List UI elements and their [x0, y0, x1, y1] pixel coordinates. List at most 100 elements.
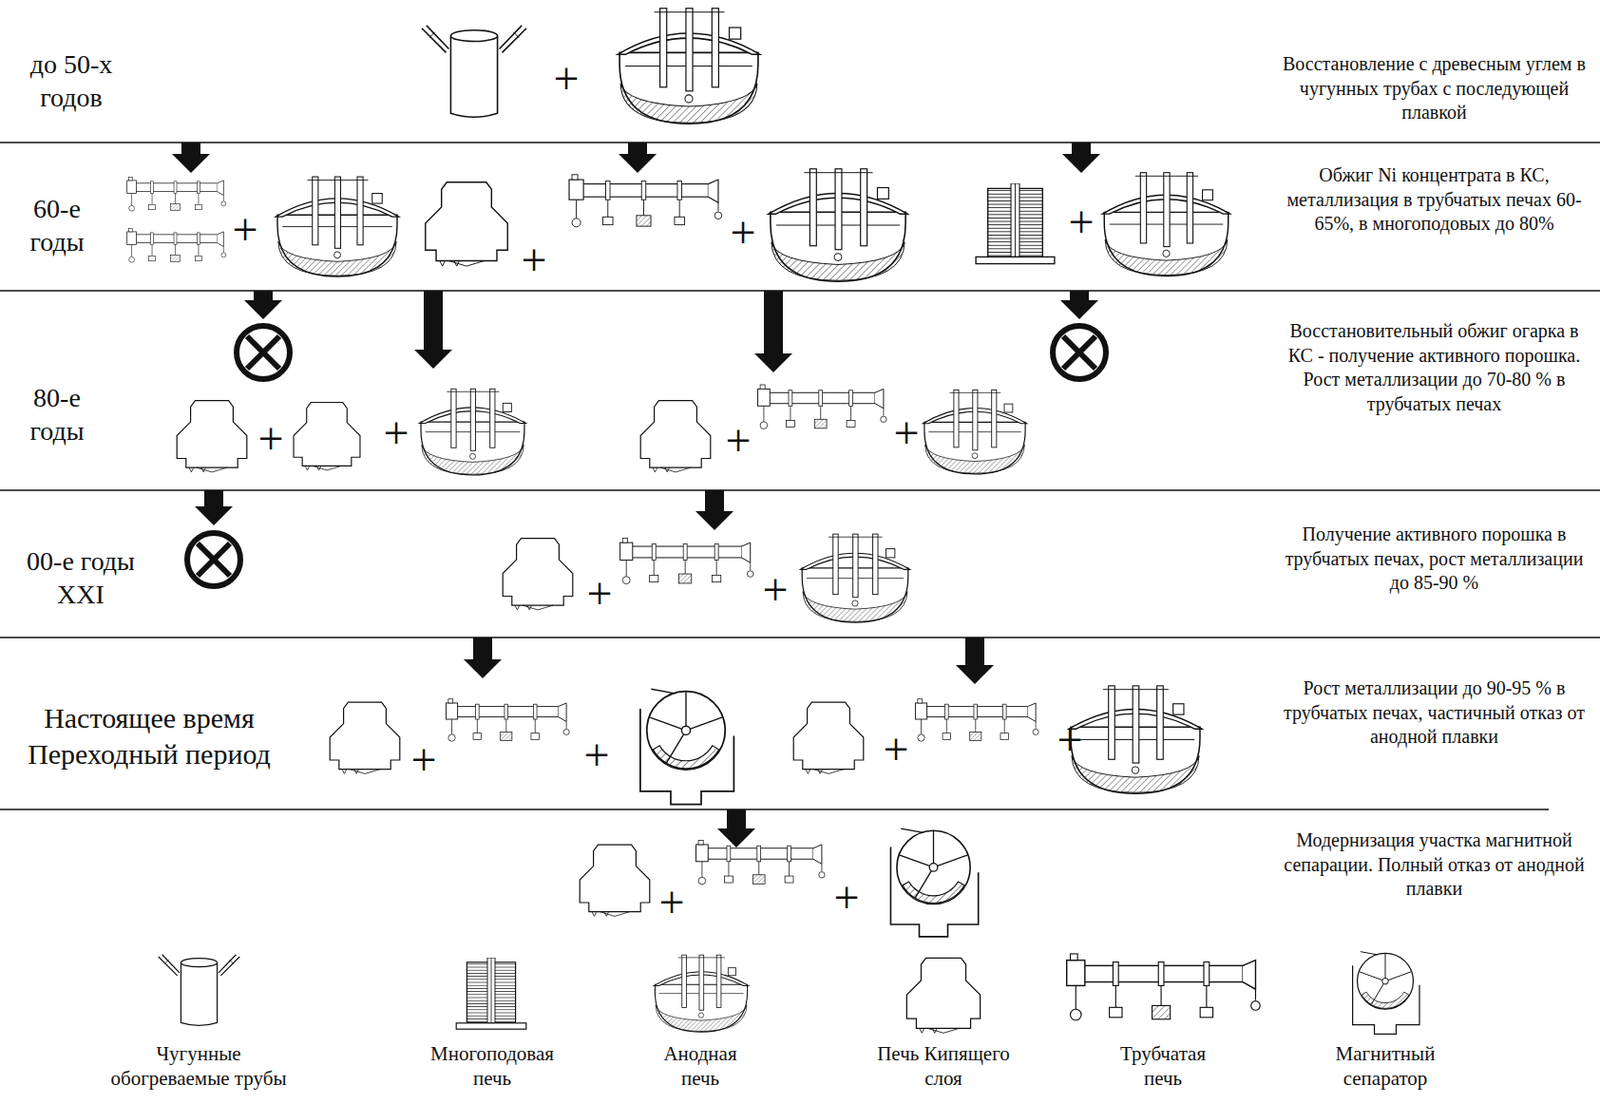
illustration-part [1063, 336, 1096, 369]
illustration-part [197, 543, 230, 576]
period-label: до 50-х годов [9, 47, 134, 115]
illustration-part [414, 290, 453, 369]
rotary-kiln-icon [569, 174, 723, 228]
legend-anode-icon [653, 954, 749, 1032]
magnetic-separator-icon [890, 828, 978, 937]
stage-description: Рост металлизации до 90-95 % в трубчатых… [1275, 676, 1594, 750]
period-label: Настоящее время Переходный период [11, 700, 287, 772]
illustration-part [0, 636, 1600, 639]
plus-sign: + [1056, 717, 1083, 763]
legend-multi-hearth-icon [456, 957, 527, 1029]
plus-sign: + [724, 418, 751, 464]
stage-description: Восстановление с древесным углем в чугун… [1275, 52, 1594, 126]
anode-furnace-icon [800, 533, 911, 623]
multi-hearth-furnace-icon [975, 183, 1055, 265]
stage-description: Модернизация участка магнитной сепарации… [1275, 828, 1594, 902]
timeline-band: 00-е годы XXIПолучение активного порошка… [0, 490, 1600, 638]
anode-furnace-icon [617, 8, 761, 124]
illustration-part [194, 490, 233, 526]
rotary-kiln-icon [127, 176, 227, 211]
illustration-part [695, 490, 734, 531]
fluid-bed-furnace-icon [793, 702, 864, 774]
plus-sign: + [410, 737, 437, 783]
stop-symbols [187, 325, 1106, 587]
illustration-part [1062, 142, 1101, 173]
plus-sign: + [1067, 199, 1094, 246]
legend-fluid-bed-icon [906, 957, 980, 1033]
legend-text: Печь Кипящего слоя [876, 1042, 1010, 1090]
anode-furnace-icon [922, 389, 1027, 475]
legend-tube-icon [158, 954, 240, 1027]
flow-arrows [171, 142, 1101, 848]
legend-separator-icon [1352, 952, 1420, 1035]
period-label: 60-е годы [9, 191, 105, 259]
fluid-bed-furnace-icon [579, 844, 650, 916]
plus-sign: + [520, 237, 547, 284]
fluid-bed-furnace-icon [293, 402, 361, 471]
timeline-band: до 50-х годов Восстановление с древесным … [0, 0, 1600, 143]
plus-sign: + [729, 209, 756, 256]
illustration-part [0, 808, 1549, 811]
cast-iron-tube-icon [421, 25, 527, 117]
rotary-kiln-icon [758, 384, 888, 429]
illustration-part [236, 325, 290, 380]
illustration-part [955, 637, 994, 685]
legend-entry: Анодная печь [647, 1041, 753, 1092]
illustration-part [171, 142, 210, 173]
fluid-bed-furnace-icon [329, 702, 400, 774]
stage-description: Получение активного порошка в трубчатых … [1275, 522, 1594, 596]
plus-sign: + [552, 56, 579, 102]
timeline-band: Настоящее время Переходный период Рост ме… [0, 637, 1600, 810]
legend-entry: Печь Кипящего слоя [872, 1041, 1015, 1092]
plus-sign: + [833, 875, 859, 921]
illustration-part [0, 289, 1600, 292]
legend-text: Чугунные обогреваемые трубы [110, 1042, 286, 1090]
plus-sign: + [893, 410, 919, 457]
illustration-part [197, 543, 230, 576]
legend-text: Магнитный сепаратор [1335, 1042, 1436, 1090]
plus-sign: + [583, 732, 610, 779]
plus-sign: + [382, 410, 409, 457]
legend-rotary-icon [1066, 953, 1261, 1021]
illustration-part [0, 489, 1600, 492]
equipment-icons [127, 8, 1231, 937]
fluid-bed-furnace-icon [502, 538, 573, 610]
legend-icons [158, 952, 1420, 1035]
illustration-part [0, 141, 1600, 144]
legend-entry: Чугунные обогреваемые трубы [103, 1041, 294, 1092]
illustration-part [1060, 290, 1099, 320]
illustration-part [717, 809, 756, 848]
illustration-part [1052, 325, 1106, 380]
legend-entry: Магнитный сепаратор [1328, 1041, 1443, 1092]
anode-furnace-icon [1102, 172, 1230, 277]
illustration-part [247, 336, 280, 369]
legend-entry: Многоподовая печь [420, 1041, 564, 1092]
illustration-part [754, 290, 793, 373]
illustration-part [618, 142, 657, 173]
illustration-part [244, 290, 283, 320]
row-separators [0, 142, 1600, 810]
illustration-part [247, 336, 280, 369]
legend-text: Анодная печь [663, 1042, 737, 1090]
period-label: 80-е годы [9, 380, 105, 448]
illustration-part [187, 533, 241, 587]
illustration-part [463, 637, 502, 679]
legend-text: Многоподовая печь [430, 1042, 554, 1090]
illustration-part [1063, 336, 1096, 369]
plus-sign: + [761, 567, 788, 613]
anode-furnace-icon [419, 388, 527, 476]
anode-furnace-icon [768, 169, 908, 283]
rotary-kiln-icon [127, 228, 227, 263]
anode-furnace-icon [1068, 685, 1202, 794]
timeline-band: 80-е годы Восстановительный обжиг огарка … [0, 290, 1600, 491]
rotary-kiln-icon [696, 840, 826, 885]
rotary-kiln-icon [445, 699, 570, 742]
legend-text: Трубчатая печь [1120, 1042, 1206, 1090]
plus-sign: + [257, 416, 284, 462]
magnetic-separator-icon [640, 688, 735, 804]
plus-sign: + [882, 726, 909, 773]
stage-description: Обжиг Ni концентрата в КС, металлизация … [1275, 163, 1594, 237]
stage-description: Восстановительный обжиг огарка в КС - по… [1275, 319, 1594, 417]
rotary-kiln-icon [914, 699, 1039, 742]
